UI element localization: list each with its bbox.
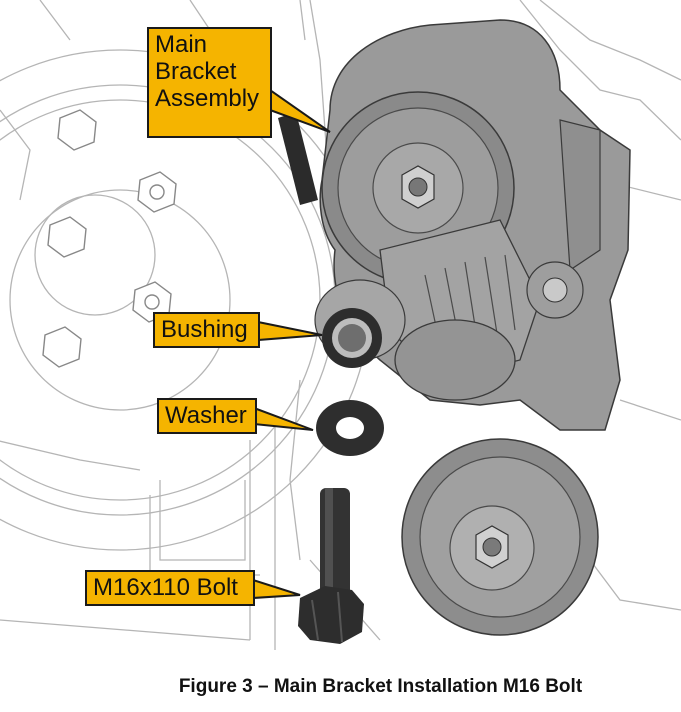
drive-belt: [278, 112, 318, 205]
callout-line: Main: [155, 31, 208, 58]
bolt-callout: M16x110 Bolt: [85, 570, 255, 606]
bushing-callout: Bushing: [153, 312, 260, 348]
bracket-installation-diagram: [0, 0, 681, 650]
main-bracket-assembly-callout: Main Bracket Assembly: [147, 27, 272, 138]
callout-line: Bracket: [155, 58, 237, 85]
washer-part: [316, 400, 384, 456]
m16-bolt-part: [298, 488, 364, 644]
callout-line: Assembly: [155, 85, 260, 112]
figure-caption: Figure 3 – Main Bracket Installation M16…: [178, 676, 583, 697]
bushing-part: [322, 308, 382, 368]
washer-callout: Washer: [157, 398, 257, 434]
main-bracket-assembly: [314, 19, 631, 636]
